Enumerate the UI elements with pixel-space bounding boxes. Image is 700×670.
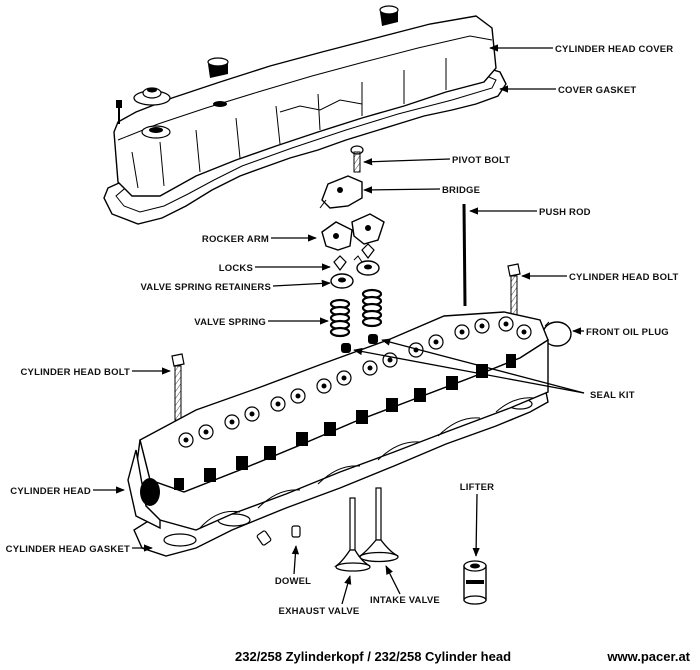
exhaust-valve-shape <box>333 497 371 572</box>
caption-title: 232/258 Zylinderkopf / 232/258 Cylinder … <box>235 649 511 664</box>
dowel-shape <box>256 525 301 546</box>
intake-valve-shape <box>357 487 399 563</box>
label-cylinder-head: CYLINDER HEAD <box>10 486 91 497</box>
label-valve-spring-retainers: VALVE SPRING RETAINERS <box>140 282 271 293</box>
label-cylinder-head-gasket: CYLINDER HEAD GASKET <box>6 544 130 555</box>
label-cylinder-head-bolt-left: CYLINDER HEAD BOLT <box>20 367 130 378</box>
label-front-oil-plug: FRONT OIL PLUG <box>586 327 669 338</box>
lifter-shape <box>463 560 487 605</box>
bridge-shape <box>319 175 363 209</box>
label-rocker-arm: ROCKER ARM <box>202 234 269 245</box>
cylinder-head-bolt-right-shape <box>507 263 521 323</box>
label-dowel: DOWEL <box>275 576 311 587</box>
locks-shape <box>333 243 375 271</box>
label-lifter: LIFTER <box>460 482 494 493</box>
cover-grommet-left <box>207 57 229 78</box>
label-push-rod: PUSH ROD <box>539 207 591 218</box>
cylinder-head-cover-shape <box>113 15 497 197</box>
label-intake-valve: INTAKE VALVE <box>370 595 440 606</box>
label-locks: LOCKS <box>219 263 253 274</box>
label-bridge: BRIDGE <box>442 185 480 196</box>
rocker-arm-shape <box>321 213 385 251</box>
label-cylinder-head-bolt-right: CYLINDER HEAD BOLT <box>569 272 679 283</box>
valve-spring-retainers-shape <box>330 260 380 289</box>
cover-screw <box>116 100 122 124</box>
leader-lines <box>93 44 585 605</box>
pivot-bolt-shape <box>350 145 364 173</box>
cover-grommet-right <box>379 5 399 26</box>
cylinder-head-bolt-left-shape <box>171 353 185 421</box>
label-cover-gasket: COVER GASKET <box>558 85 636 96</box>
label-seal-kit: SEAL KIT <box>590 390 635 401</box>
label-cylinder-head-cover: CYLINDER HEAD COVER <box>555 44 673 55</box>
valve-spring-shape <box>329 288 383 338</box>
label-pivot-bolt: PIVOT BOLT <box>452 155 510 166</box>
label-valve-spring: VALVE SPRING <box>194 317 266 328</box>
caption-website: www.pacer.at <box>606 649 690 664</box>
seal-kit-shape <box>341 334 378 353</box>
push-rod-shape <box>462 203 467 307</box>
oil-filler-cap <box>133 87 171 106</box>
label-exhaust-valve: EXHAUST VALVE <box>279 606 360 617</box>
